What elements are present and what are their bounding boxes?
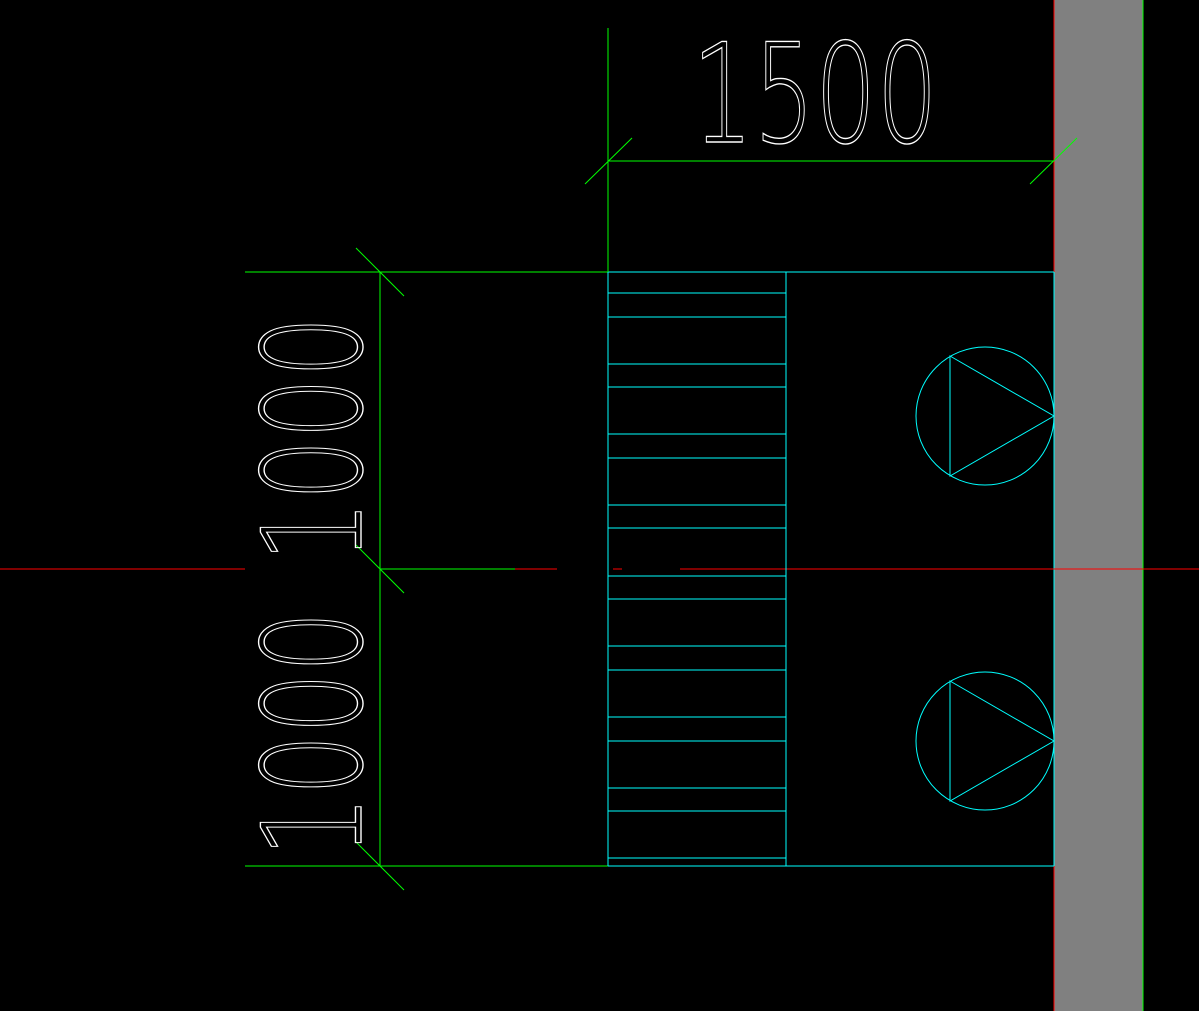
vertical-dimension-ticks	[355, 247, 405, 891]
dimension-label-1500: 1500	[692, 14, 938, 175]
dimension-label-lower-1000: 1000	[233, 611, 394, 857]
dimension-label-upper-1000: 1000	[233, 316, 394, 562]
flow-symbol-upper	[915, 346, 1056, 486]
flow-symbol-lower	[915, 671, 1056, 811]
horizontal-dimension-ticks	[584, 137, 1078, 185]
stair-grating	[607, 272, 787, 866]
wall-band	[1054, 0, 1143, 1011]
